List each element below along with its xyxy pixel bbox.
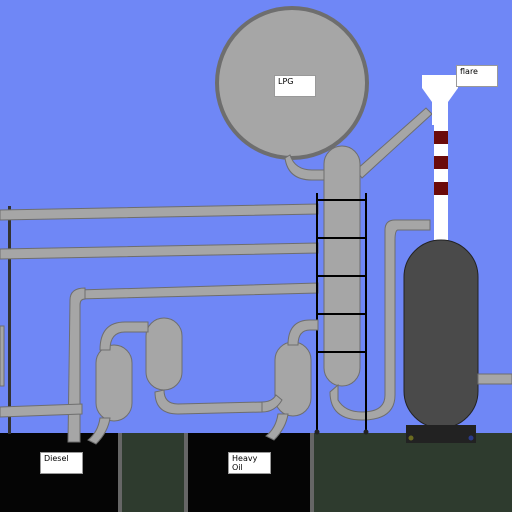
separator-pipes: [87, 319, 319, 445]
column-bottom-pipe: [329, 219, 431, 421]
crude-inlet-pipe: [477, 373, 512, 385]
separator-vessels[interactable]: [95, 317, 312, 422]
storage-divider: [118, 433, 122, 512]
storage-divider: [184, 433, 188, 512]
flare-label: flare: [456, 65, 498, 87]
ladder-feet: [314, 429, 369, 435]
heavy-oil-label: Heavy Oil: [228, 452, 271, 474]
diesel-label: Diesel: [40, 452, 83, 474]
left-support-post: [8, 206, 11, 434]
storage-divider: [310, 433, 314, 512]
column-ladder: [316, 193, 367, 434]
lpg-label: LPG: [274, 75, 316, 97]
distillation-column[interactable]: [323, 145, 361, 387]
flare-stack[interactable]: [422, 75, 458, 243]
crude-heater-vessel[interactable]: [403, 239, 479, 443]
